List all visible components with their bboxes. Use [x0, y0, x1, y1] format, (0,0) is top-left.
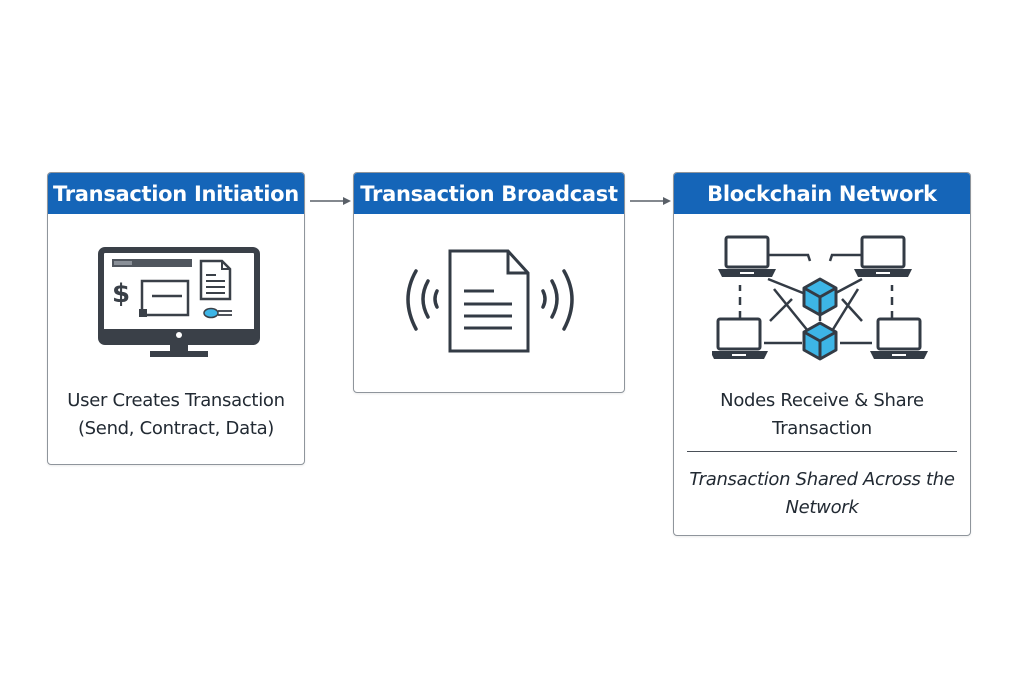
step-title: Blockchain Network	[674, 173, 970, 214]
step-card-network: Blockchain Network	[673, 172, 971, 536]
network-nodes-icon	[712, 233, 936, 363]
step-caption: Nodes Receive & Share Transaction	[674, 387, 970, 443]
step-title: Transaction Initiation	[48, 173, 304, 214]
caption-line: (Send, Contract, Data)	[77, 418, 275, 439]
note-line: Transaction Shared Across the	[689, 469, 955, 490]
caption-line: User Creates Transaction	[67, 390, 285, 411]
step-card-broadcast: Transaction Broadcast	[353, 172, 625, 393]
step-title: Transaction Broadcast	[354, 173, 624, 214]
flow-arrow	[310, 194, 352, 208]
step-card-initiation: Transaction Initiation $ User Creates	[47, 172, 305, 465]
computer-monitor-icon: $	[98, 247, 260, 361]
broadcast-document-icon	[404, 249, 576, 355]
flow-arrow	[630, 194, 672, 208]
divider	[687, 451, 957, 452]
svg-text:$: $	[112, 279, 130, 309]
step-caption: User Creates Transaction (Send, Contract…	[48, 387, 304, 443]
step-note: Transaction Shared Across the Network	[674, 466, 970, 522]
caption-line: Nodes Receive & Share	[720, 390, 924, 411]
caption-line: Transaction	[772, 418, 872, 439]
note-line: Network	[785, 497, 859, 518]
